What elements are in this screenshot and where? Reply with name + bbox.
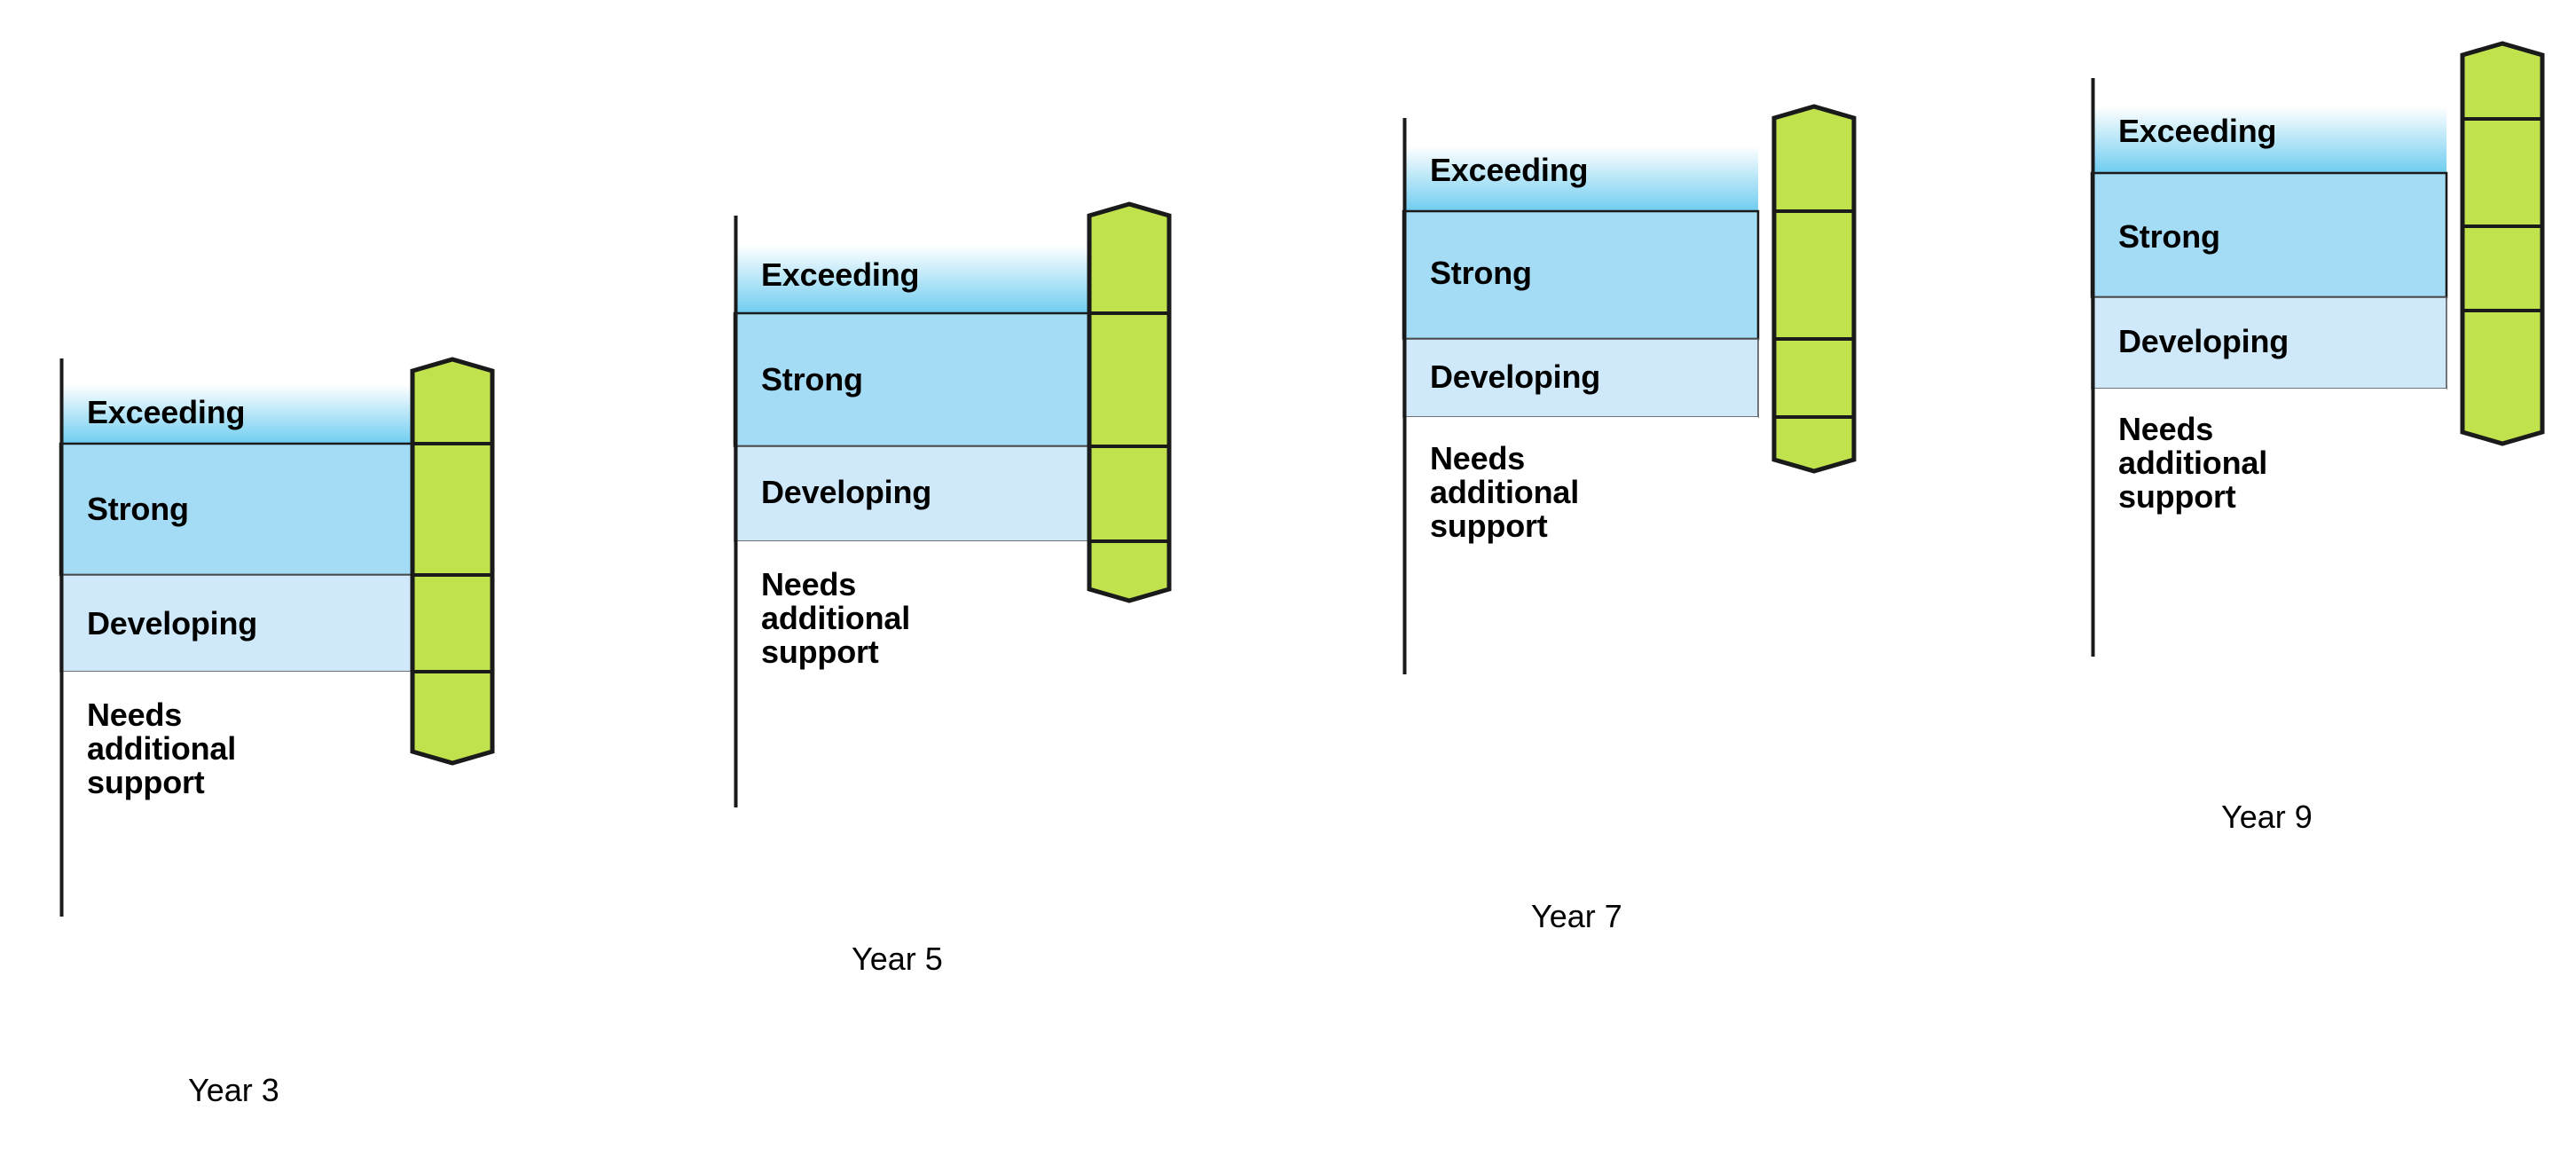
band-developing-fill [2091, 296, 2447, 390]
band-needs-support-fill [60, 672, 415, 917]
year-group-year-9: Exceeding Strong Developing Needs additi… [2031, 0, 2576, 1173]
band-needs-support-fill [2092, 389, 2446, 657]
year-group-year-5: Exceeding Strong Developing Needs additi… [674, 0, 1242, 1173]
band-needs-support-fill [734, 541, 1089, 807]
year-7-scale-graphic [1402, 104, 1857, 674]
band-label-developing: Developing [87, 604, 258, 642]
band-exceeding-fill [1403, 118, 1758, 211]
band-label-needs-support: Needs additional support [87, 697, 236, 801]
band-label-strong: Strong [761, 360, 863, 398]
band-label-developing: Developing [761, 473, 932, 510]
band-exceeding-fill [2092, 78, 2446, 173]
year-group-year-3: Exceeding Strong Developing Needs additi… [0, 0, 568, 1173]
band-label-needs-support: Needs additional support [1430, 440, 1579, 545]
year-label-year-5: Year 5 [852, 941, 943, 977]
band-exceeding-fill [60, 358, 415, 444]
band-strong-fill [59, 442, 417, 577]
progress-arrow [410, 357, 495, 766]
band-label-strong: Strong [87, 490, 189, 527]
band-label-strong: Strong [2118, 217, 2220, 255]
year-label-year-3: Year 3 [188, 1072, 279, 1108]
band-strong-fill [2090, 171, 2448, 299]
band-strong-fill [733, 311, 1091, 448]
year-9-scale-graphic [2090, 41, 2545, 657]
band-label-exceeding: Exceeding [1430, 151, 1589, 188]
year-5-scale-graphic [733, 201, 1172, 807]
band-needs-support-fill [1403, 417, 1758, 674]
year-label-year-9: Year 9 [2221, 799, 2313, 835]
year-3-scale-graphic [59, 357, 495, 917]
band-label-needs-support: Needs additional support [2118, 411, 2267, 516]
band-developing-fill [59, 574, 416, 673]
band-exceeding-fill [734, 216, 1089, 313]
band-label-strong: Strong [1430, 254, 1532, 291]
progress-arrow [1087, 201, 1172, 603]
band-strong-fill [1402, 209, 1760, 341]
year-label-year-7: Year 7 [1531, 898, 1622, 934]
progress-arrow [2460, 41, 2545, 446]
band-label-exceeding: Exceeding [2118, 112, 2277, 149]
band-label-exceeding: Exceeding [761, 256, 920, 293]
band-label-developing: Developing [2118, 322, 2289, 359]
year-group-year-7: Exceeding Strong Developing Needs additi… [1343, 0, 1911, 1173]
band-label-exceeding: Exceeding [87, 393, 246, 430]
progress-arrow [1771, 104, 1857, 474]
band-label-developing: Developing [1430, 358, 1601, 395]
band-label-needs-support: Needs additional support [761, 566, 910, 671]
